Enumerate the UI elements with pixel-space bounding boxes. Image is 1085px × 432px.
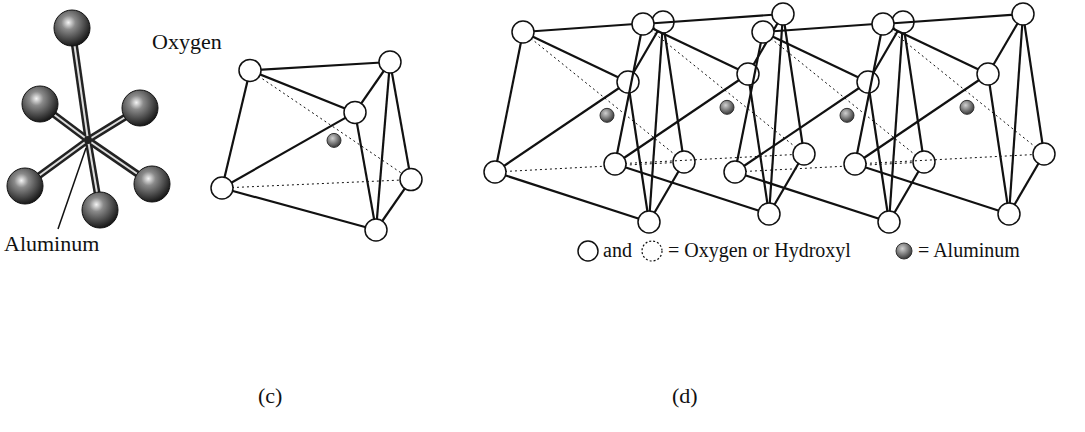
- octahedron-edge: [523, 32, 684, 162]
- octahedron-edge: [376, 62, 390, 230]
- octahedron-edge: [1023, 14, 1044, 154]
- octahedron-edge: [855, 74, 988, 164]
- oxygen-atom: [793, 143, 815, 165]
- oxygen-atom: [857, 71, 879, 93]
- oxygen-atom: [365, 219, 387, 241]
- oxygen-atom: [632, 13, 654, 35]
- oxygen-atom: [512, 21, 534, 43]
- octahedron-edge: [250, 62, 390, 70]
- octahedral-sheet: [484, 3, 1055, 233]
- octahedron-edge: [735, 172, 889, 222]
- oxygen-atom: [54, 10, 90, 46]
- oxygen-atom: [758, 203, 780, 225]
- aluminum-atom: [600, 108, 614, 122]
- octahedron-edge: [988, 74, 1009, 214]
- oxygen-atom: [400, 169, 422, 191]
- octahedron-edge: [855, 24, 883, 164]
- oxygen-atom: [239, 59, 261, 81]
- oxygen-atom: [844, 153, 866, 175]
- octahedron-edge: [222, 188, 376, 230]
- oxygen-atom: [122, 90, 158, 126]
- octahedron-edge: [222, 70, 250, 188]
- octahedron-edge: [250, 70, 411, 179]
- oxygen-atom: [724, 161, 746, 183]
- leader-line: [58, 148, 86, 229]
- aluminum-atom: [960, 100, 974, 114]
- octahedron-edge: [615, 24, 643, 164]
- oxygen-atom: [772, 3, 794, 25]
- oxygen-atom: [344, 101, 366, 123]
- octahedron-edge: [1009, 14, 1023, 214]
- panel-letter: (c): [258, 384, 282, 408]
- single-octahedron: [211, 51, 422, 241]
- octahedron-edge: [615, 154, 804, 164]
- aluminum-atom: [84, 136, 92, 144]
- oxygen-atom: [913, 151, 935, 173]
- aluminum-atom: [840, 108, 854, 122]
- oxygen-atom: [617, 71, 639, 93]
- octahedron-edge: [495, 32, 523, 172]
- octahedron-edge: [763, 32, 924, 162]
- legend-connector-word: and: [603, 239, 632, 261]
- octahedron-edge: [643, 24, 748, 74]
- octahedron-edge: [643, 24, 804, 154]
- oxygen-atom: [379, 51, 401, 73]
- octahedron-edge: [883, 24, 1044, 154]
- octahedron-edge: [222, 180, 411, 188]
- aluminum-atom: [327, 133, 341, 147]
- oxygen-atom: [82, 192, 118, 228]
- oxygen-atom: [211, 177, 233, 199]
- octahedron-edge: [883, 24, 988, 74]
- oxygen-atom: [977, 63, 999, 85]
- aluminum-atom: [720, 100, 734, 114]
- octahedron-edge: [495, 162, 684, 172]
- oxygen-atom: [998, 203, 1020, 225]
- octahedron-edge: [855, 154, 1044, 164]
- octahedron-edge: [390, 62, 411, 180]
- octahedron-edge: [523, 32, 628, 82]
- oxygen-atom: [484, 161, 506, 183]
- octahedron-edge: [855, 164, 1009, 214]
- octahedron-edge: [883, 14, 1023, 24]
- octahedron-edge: [355, 112, 376, 230]
- oxygen-atom: [22, 86, 58, 122]
- octahedron-edge: [763, 32, 868, 82]
- oxygen-atom: [1012, 3, 1034, 25]
- hydroxyl-swatch: [642, 241, 662, 261]
- oxygen-atom: [134, 166, 170, 202]
- octahedron-edge: [250, 70, 355, 112]
- legend-text: = Oxygen or Hydroxyl: [668, 239, 851, 261]
- oxygen-atom: [7, 168, 43, 204]
- oxygen-swatch: [578, 241, 598, 261]
- octahedron-edge: [495, 172, 649, 222]
- oxygen-atom: [1033, 143, 1055, 165]
- oxygen-atom: [878, 211, 900, 233]
- oxygen-atom: [752, 21, 774, 43]
- aluminum-swatch: [896, 243, 912, 259]
- octahedron-edge: [649, 22, 663, 222]
- oxygen-atom: [673, 151, 695, 173]
- octahedron-edge: [889, 22, 903, 222]
- octahedron-edge: [615, 74, 748, 164]
- oxygen-atom: [872, 13, 894, 35]
- oxygen-atom: [604, 153, 626, 175]
- panel-letter: (d): [672, 384, 698, 408]
- legend-text: = Aluminum: [918, 239, 1020, 261]
- octahedron-edge: [735, 32, 763, 172]
- oxygen-atom: [638, 211, 660, 233]
- ball-and-stick-model: [7, 10, 170, 228]
- octahedron-edge: [222, 112, 355, 188]
- octahedron-edge: [735, 162, 924, 172]
- atom-label: Aluminum: [4, 232, 99, 256]
- atom-label: Oxygen: [152, 30, 222, 54]
